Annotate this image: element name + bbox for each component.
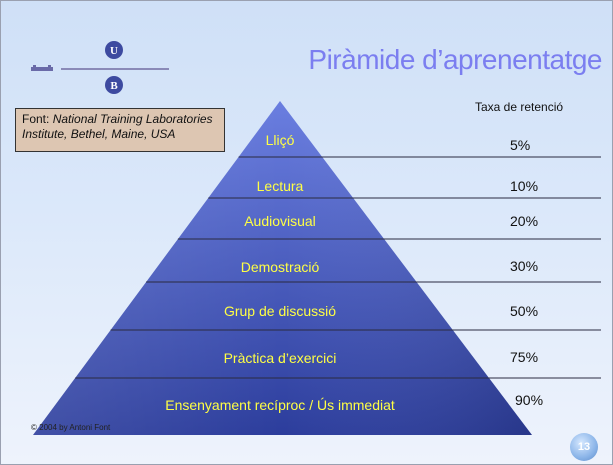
source-box: Font: National Training Laboratories Ins…	[15, 108, 225, 152]
pyramid-level-label: Pràctica d’exercici	[223, 350, 337, 366]
pyramid-level-label: Ensenyament recíproc / Ús immediat	[165, 397, 395, 413]
retention-percent: 90%	[515, 392, 544, 408]
source-prefix: Font:	[22, 112, 53, 126]
logo-letter-u: U	[110, 45, 118, 57]
retention-percent: 20%	[510, 213, 539, 229]
logo-letter-b: B	[110, 80, 118, 92]
retention-percent: 50%	[510, 303, 539, 319]
source-text: National Training Laboratories Institute…	[22, 112, 213, 141]
retention-percent: 75%	[510, 349, 539, 365]
page-number-badge: 13	[570, 433, 598, 461]
pyramid-level-label: Grup de discussió	[223, 303, 337, 319]
retention-percent: 5%	[510, 137, 531, 153]
retention-percent: 10%	[510, 178, 539, 194]
slide-title: Piràmide d’aprenentatge	[308, 44, 602, 75]
pyramid-level-label: Audiovisual	[244, 213, 316, 229]
pyramid-level-label: Demostració	[240, 259, 320, 275]
pyramid-level-label: Lectura	[256, 178, 304, 194]
retention-header: Taxa de retenció	[475, 100, 564, 114]
pyramid-level-label: Lliçó	[265, 132, 295, 148]
university-logo: U B	[31, 41, 169, 94]
copyright: © 2004 by Antoni Font	[31, 423, 111, 432]
retention-percent: 30%	[510, 258, 539, 274]
